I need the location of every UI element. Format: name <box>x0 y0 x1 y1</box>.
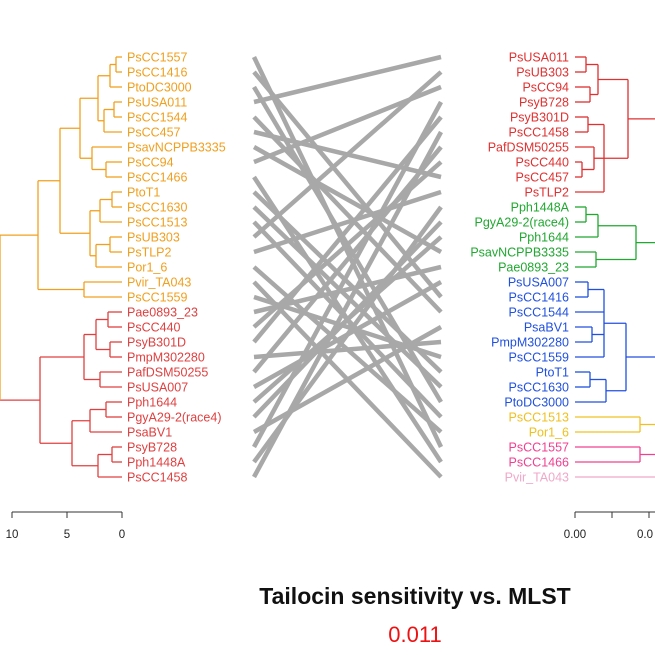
right-leaf-label: PsCC1416 <box>509 291 569 305</box>
comparison-score: 0.011 <box>388 622 442 647</box>
right-leaf-label: PsTLP2 <box>525 186 570 200</box>
right-leaf-label: PsyB728 <box>519 96 569 110</box>
left-leaf-label: PgyA29-2(race4) <box>127 411 222 425</box>
right-leaf-label: PsaBV1 <box>524 321 569 335</box>
left-leaf-label: PsyB728 <box>127 441 177 455</box>
right-leaf-label: PsavNCPPB3335 <box>470 246 569 260</box>
right-leaf-label: PsUSA011 <box>509 51 569 65</box>
right-leaf-label: Pph1644 <box>519 231 569 245</box>
left-leaf-label: PsCC1559 <box>127 291 187 305</box>
connector-line <box>252 325 443 434</box>
right-leaf-label: PsCC1513 <box>509 411 569 425</box>
left-leaf-label: PsCC1466 <box>127 171 187 185</box>
right-leaf-label: Pvir_TA043 <box>505 471 569 485</box>
left-leaf-label: PsavNCPPB3335 <box>127 141 226 155</box>
left-axis-tick-label: 10 <box>6 529 19 541</box>
right-leaf-label: PsCC1458 <box>509 126 569 140</box>
left-leaf-label: PsaBV1 <box>127 426 172 440</box>
left-leaf-label: Pph1448A <box>127 456 186 470</box>
left-leaf-label: PtoT1 <box>127 186 160 200</box>
right-leaf-label: PsUB303 <box>516 66 569 80</box>
left-leaf-label: PsCC440 <box>127 321 181 335</box>
left-leaf-label: PsCC94 <box>127 156 174 170</box>
right-leaf-label: PsCC1559 <box>509 351 569 365</box>
left-axis-tick-label: 0 <box>119 529 125 541</box>
left-leaf-label: Pae0893_23 <box>127 306 198 320</box>
right-leaf-label: Pph1448A <box>511 201 570 215</box>
right-leaf-label: PsCC1557 <box>509 441 569 455</box>
right-leaf-label: PsyB301D <box>510 111 569 125</box>
left-leaf-label: PmpM302280 <box>127 351 205 365</box>
right-leaf-label: PafDSM50255 <box>488 141 569 155</box>
connector-line <box>252 145 443 254</box>
right-dendrogram-branches <box>575 56 655 478</box>
right-axis-tick-label: 0.0 <box>637 529 653 541</box>
connector-line <box>253 189 442 255</box>
right-leaf-label: PgyA29-2(race4) <box>475 216 570 230</box>
right-leaf-label: Por1_6 <box>529 426 569 440</box>
left-leaf-label: PsCC1458 <box>127 471 187 485</box>
right-leaf-label: Pae0893_23 <box>498 261 569 275</box>
left-leaf-label: PsCC1513 <box>127 216 187 230</box>
left-leaf-label: PsTLP2 <box>127 246 172 260</box>
right-leaf-label: PsCC457 <box>516 171 570 185</box>
right-scale-axis: 0.00 0.0 <box>564 511 655 541</box>
comparison-title: Tailocin sensitivity vs. MLST <box>259 583 571 609</box>
left-leaf-label: PsCC1416 <box>127 66 187 80</box>
left-leaf-label: PsUB303 <box>127 231 180 245</box>
right-leaf-label: PsCC1466 <box>509 456 569 470</box>
left-axis-tick-label: 5 <box>64 529 70 541</box>
left-leaf-label: PsCC1557 <box>127 51 187 65</box>
connector-line <box>252 205 443 389</box>
left-leaf-label: PafDSM50255 <box>127 366 208 380</box>
left-leaf-label: PtoDC3000 <box>127 81 192 95</box>
connector-line <box>252 115 443 344</box>
right-axis-tick-label: 0.00 <box>564 529 586 541</box>
connector-line <box>252 70 443 299</box>
tanglegram-connectors <box>251 54 444 479</box>
right-leaf-label: PtoDC3000 <box>504 396 569 410</box>
right-leaf-label: PsUSA007 <box>508 276 569 290</box>
right-dendrogram-labels: PsUSA011PsUB303PsCC94PsyB728PsyB301DPsCC… <box>470 51 569 485</box>
connector-line <box>252 70 443 239</box>
left-dendrogram-labels: PsCC1557PsCC1416PtoDC3000PsUSA011PsCC154… <box>127 51 226 485</box>
left-leaf-label: PsyB301D <box>127 336 186 350</box>
left-leaf-label: PsCC1630 <box>127 201 187 215</box>
connector-line <box>253 54 442 105</box>
left-leaf-label: PsUSA007 <box>127 381 188 395</box>
right-leaf-label: PsCC1544 <box>509 306 569 320</box>
left-leaf-label: Pvir_TA043 <box>127 276 191 290</box>
right-leaf-label: PmpM302280 <box>491 336 569 350</box>
left-leaf-label: Por1_6 <box>127 261 167 275</box>
connector-line <box>252 220 443 419</box>
left-dendrogram-branches <box>0 56 122 478</box>
left-leaf-label: PsCC457 <box>127 126 181 140</box>
right-leaf-label: PsCC94 <box>522 81 569 95</box>
right-leaf-label: PsCC440 <box>516 156 570 170</box>
left-leaf-label: PsCC1544 <box>127 111 187 125</box>
left-leaf-label: PsUSA011 <box>127 96 187 110</box>
connector-line <box>252 145 443 374</box>
left-scale-axis: 10 5 0 <box>6 511 125 541</box>
right-leaf-label: PsCC1630 <box>509 381 569 395</box>
connector-line <box>252 130 443 479</box>
connector-line <box>252 100 443 449</box>
left-leaf-label: Pph1644 <box>127 396 177 410</box>
right-leaf-label: PtoT1 <box>536 366 569 380</box>
